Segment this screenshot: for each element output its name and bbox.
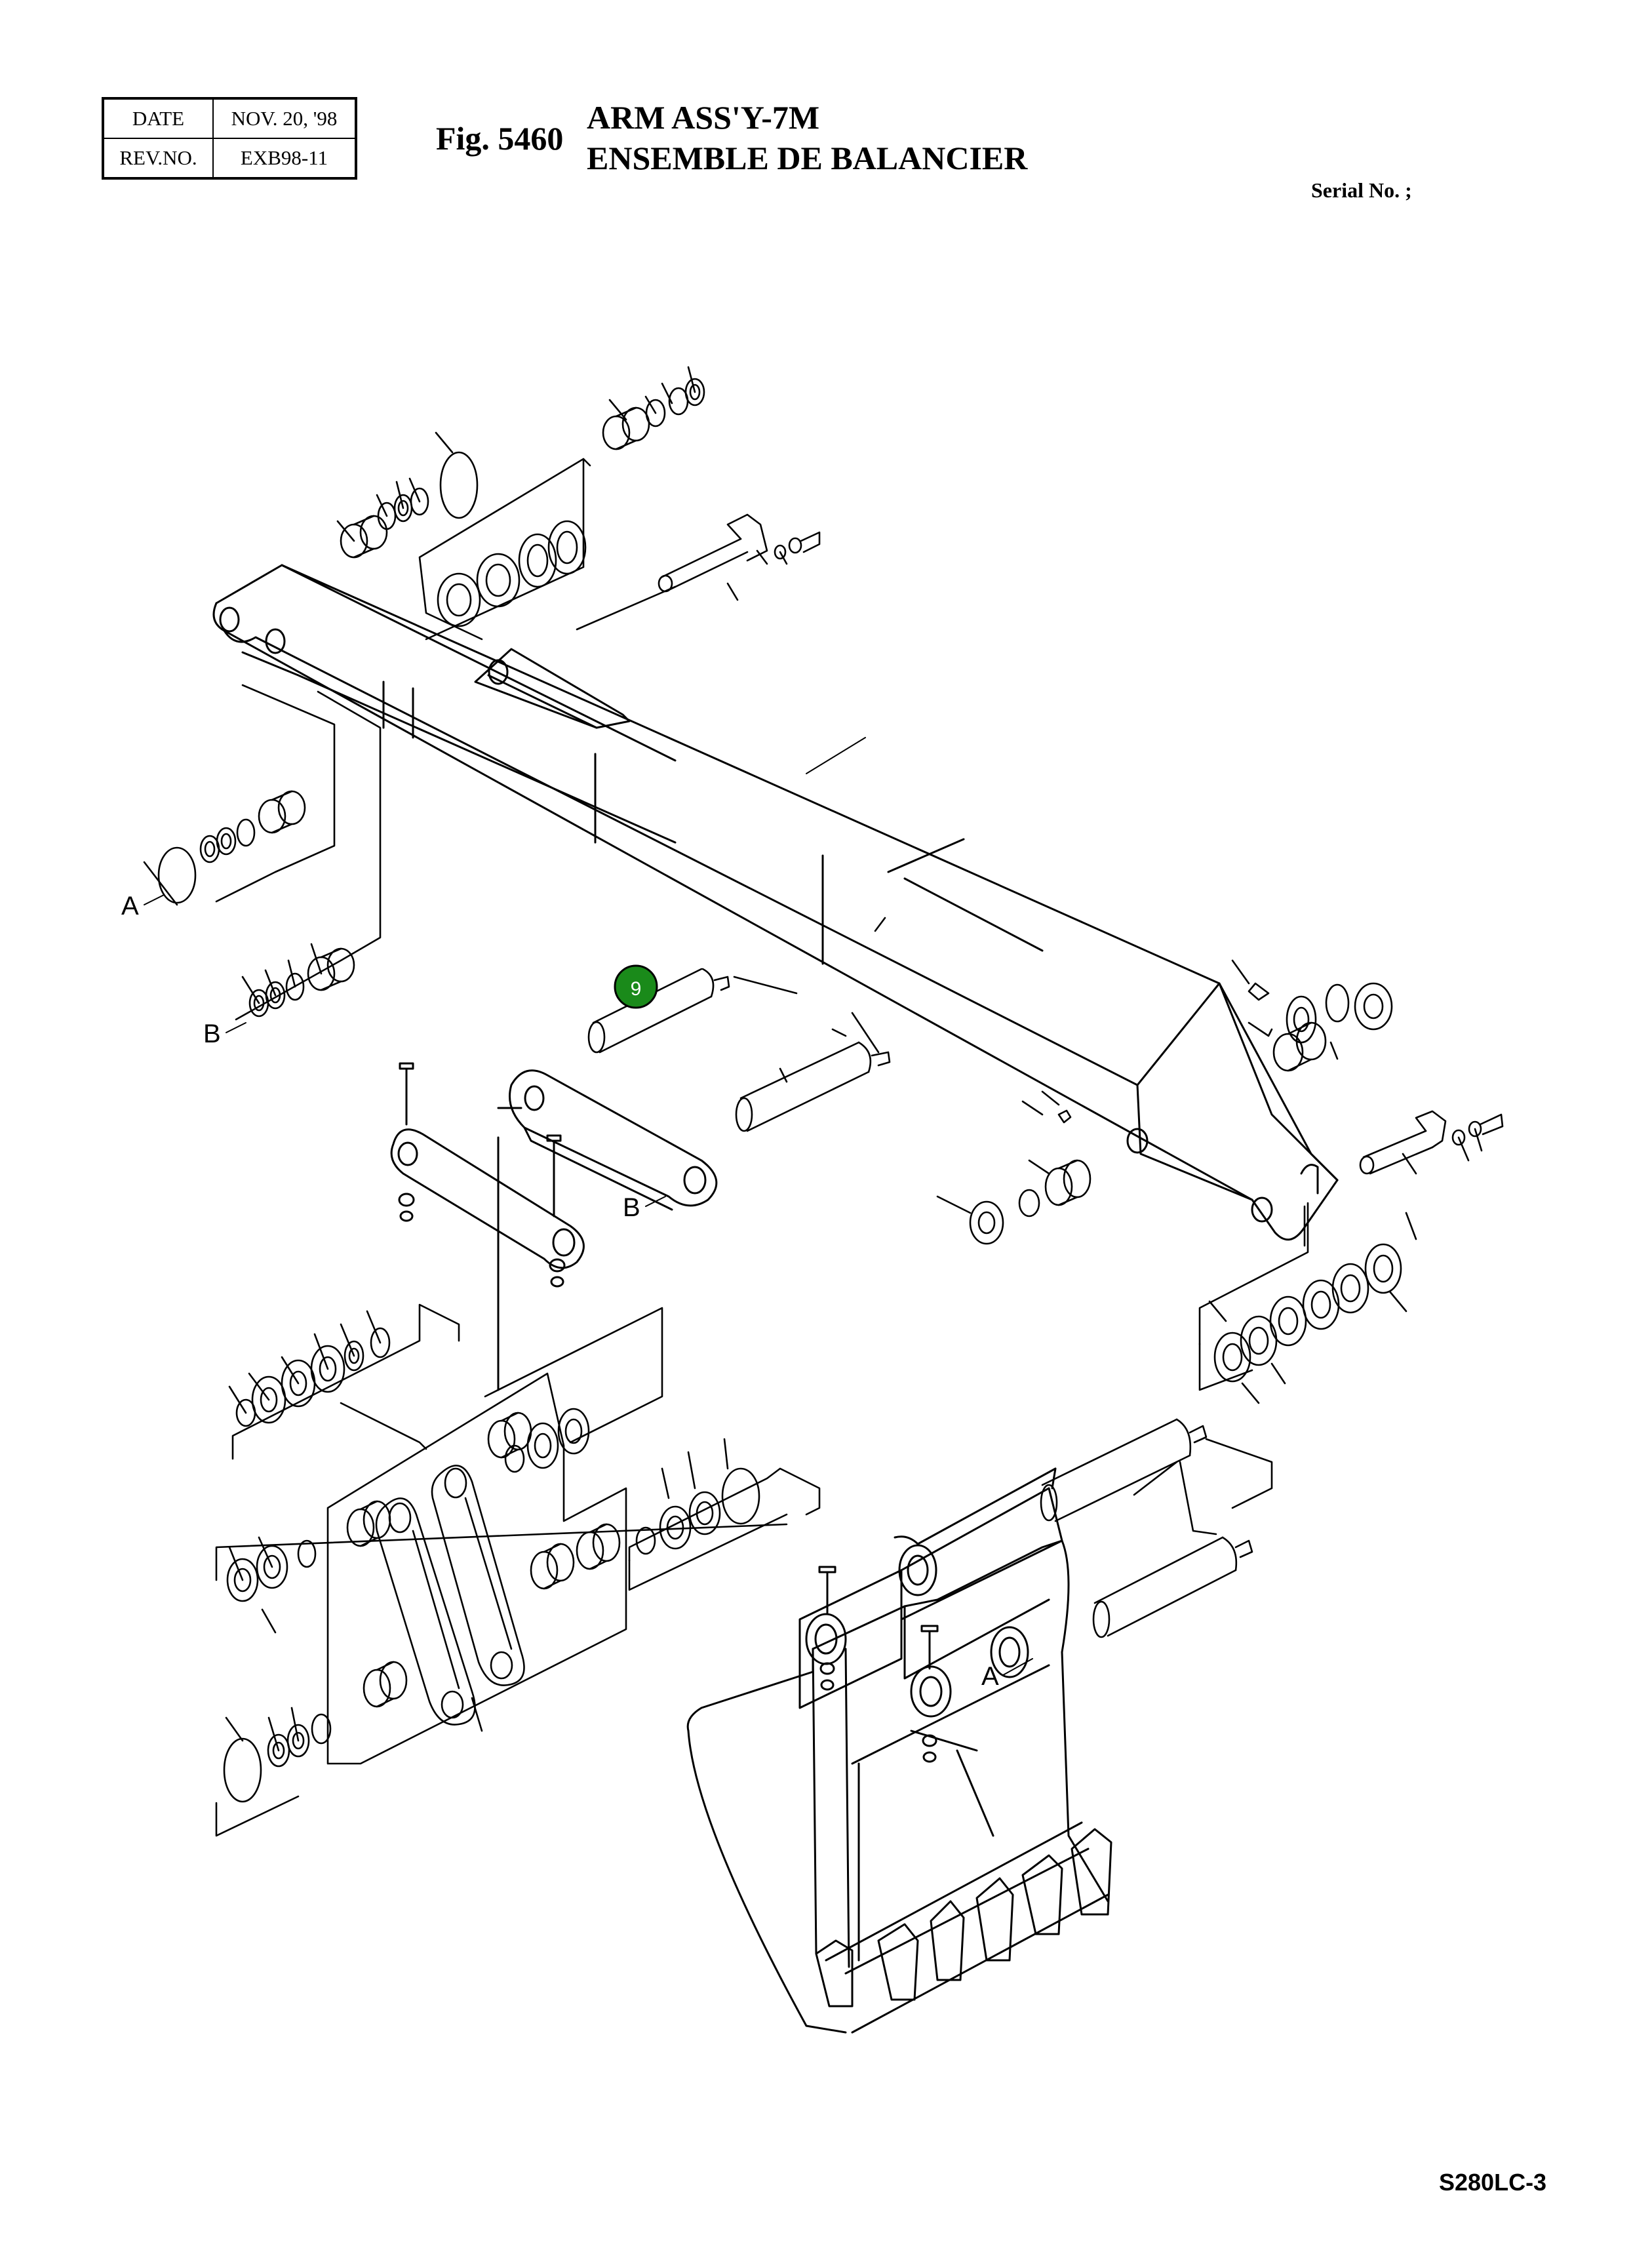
callout-b-link: B bbox=[623, 1193, 640, 1222]
bucket-pins bbox=[1040, 1418, 1273, 1638]
highlight-label: 9 bbox=[631, 978, 642, 1000]
highlight-marker[interactable]: 9 bbox=[614, 964, 658, 1009]
figure-number: Fig. 5460 bbox=[436, 120, 564, 157]
rev-value: EXB98-11 bbox=[212, 138, 357, 179]
bucket bbox=[686, 1467, 1112, 2034]
boom-pin-parts bbox=[336, 366, 821, 641]
serial-number: Serial No. ; bbox=[1311, 178, 1412, 202]
model-number: S280LC-3 bbox=[1439, 2169, 1547, 2196]
arm-body bbox=[212, 564, 1339, 1241]
highlight-circle bbox=[614, 964, 658, 1009]
right-pin-parts bbox=[936, 959, 1504, 1404]
figure-title-en: ARM ASS'Y-7M bbox=[587, 99, 820, 136]
left-pin-parts bbox=[143, 684, 382, 1021]
figure-title-fr: ENSEMBLE DE BALANCIER bbox=[587, 140, 1028, 176]
callout-a-left: A bbox=[121, 892, 139, 920]
rev-label: REV.NO. bbox=[102, 138, 214, 179]
revision-table: DATE NOV. 20, '98 REV.NO. EXB98-11 bbox=[102, 97, 357, 180]
date-value: NOV. 20, '98 bbox=[212, 98, 357, 139]
callout-b-left: B bbox=[203, 1019, 221, 1048]
lower-link-parts bbox=[215, 1303, 821, 1837]
bucket-links bbox=[390, 1062, 718, 1391]
callout-a-bucket: A bbox=[981, 1662, 999, 1691]
date-label: DATE bbox=[102, 98, 214, 139]
pin-parts bbox=[587, 917, 891, 1132]
